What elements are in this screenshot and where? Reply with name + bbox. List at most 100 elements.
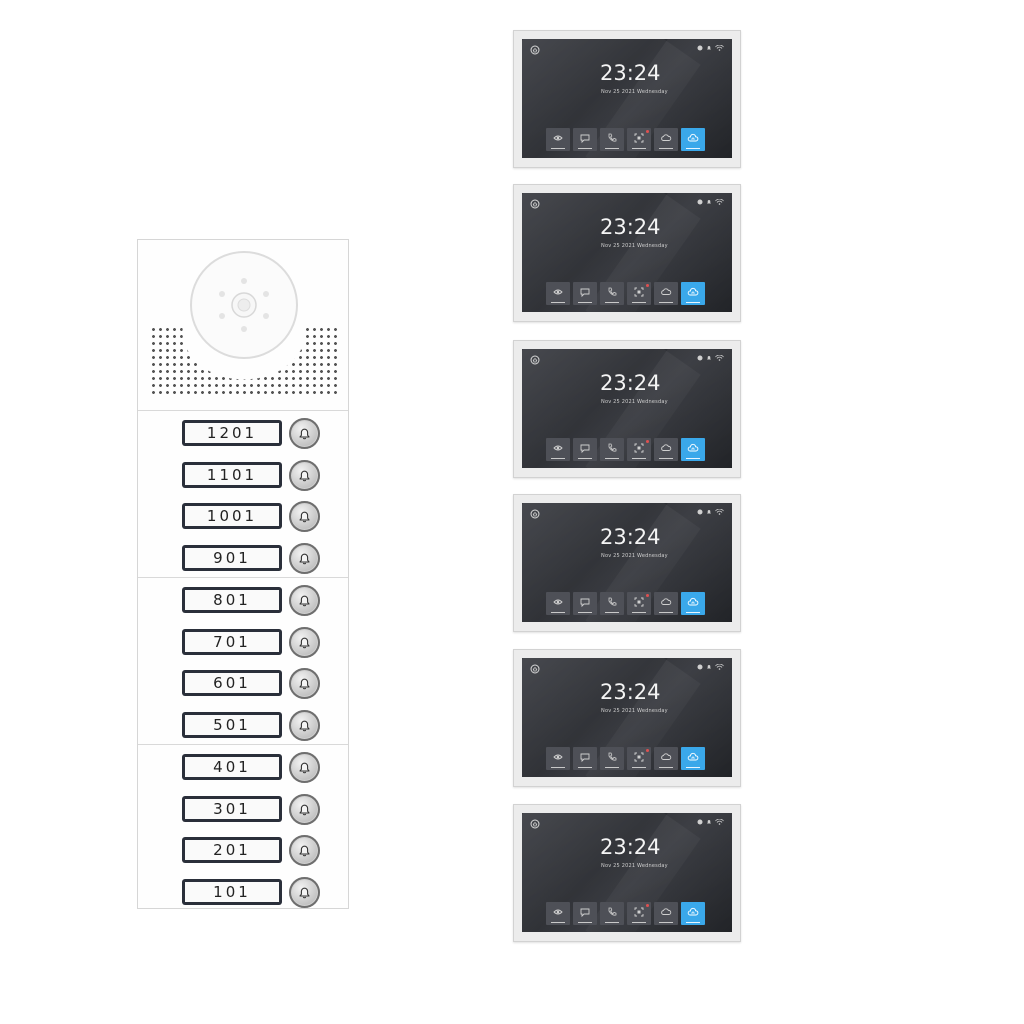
home-icon[interactable]: [530, 45, 540, 55]
notification-dot: [646, 594, 649, 597]
menu-tile-scan[interactable]: [627, 282, 651, 305]
menu-tile-scan[interactable]: [627, 747, 651, 770]
call-button[interactable]: [289, 752, 320, 783]
clock-date: Nov 25 2021 Wednesday: [601, 89, 668, 95]
monitor-screen: 23:24 Nov 25 2021 Wednesday: [522, 813, 732, 932]
apartment-row: 201: [138, 835, 348, 867]
menu-tile-message[interactable]: [573, 747, 597, 770]
menu-tile-label: [551, 611, 565, 613]
call-button[interactable]: [289, 876, 320, 908]
menu-tile-home-cloud[interactable]: [681, 747, 705, 770]
call-button[interactable]: [289, 709, 320, 741]
home-icon[interactable]: [530, 664, 540, 674]
apartment-number: 501: [185, 714, 279, 735]
bell-icon: [707, 46, 711, 50]
camera-speaker-section: [138, 240, 348, 411]
menu-tile-cloud[interactable]: [654, 592, 678, 615]
call-button[interactable]: [289, 459, 320, 491]
record-icon: [697, 45, 703, 51]
menu-tile-phone[interactable]: [600, 902, 624, 925]
apartment-number: 1001: [185, 506, 279, 526]
message-icon: [580, 288, 590, 298]
menu-tile-monitor[interactable]: [546, 902, 570, 925]
menu-tile-label: [686, 147, 700, 149]
menu-tile-label: [578, 611, 592, 613]
call-button[interactable]: [289, 585, 320, 616]
menu-tile-label: [659, 921, 673, 923]
apartment-number: 101: [185, 881, 279, 902]
menu-tile-home-cloud[interactable]: [681, 282, 705, 305]
monitor-screen: 23:24 Nov 25 2021 Wednesday: [522, 349, 732, 468]
menu-tile-scan[interactable]: [627, 592, 651, 615]
cloud-icon: [661, 908, 672, 915]
menu-tile-phone[interactable]: [600, 128, 624, 151]
call-button[interactable]: [289, 542, 320, 574]
call-button[interactable]: [289, 418, 320, 449]
call-button[interactable]: [289, 626, 320, 658]
apartment-number: 701: [185, 631, 279, 652]
wifi-icon: [715, 509, 724, 515]
call-button[interactable]: [289, 793, 320, 825]
menu-tile-phone[interactable]: [600, 747, 624, 770]
menu-tile-monitor[interactable]: [546, 747, 570, 770]
menu-tile-monitor[interactable]: [546, 128, 570, 151]
apartment-number: 1101: [185, 464, 279, 485]
menu-tile-message[interactable]: [573, 128, 597, 151]
menu-tile-phone[interactable]: [600, 438, 624, 461]
call-button[interactable]: [289, 501, 320, 532]
menu-tile-label: [659, 147, 673, 149]
home-cloud-icon: [687, 443, 699, 452]
menu-tile-message[interactable]: [573, 902, 597, 925]
menu-tile-label: [686, 611, 700, 613]
menu-tile-home-cloud[interactable]: [681, 128, 705, 151]
menu-tile-label: [632, 766, 646, 768]
bell-icon: [297, 802, 312, 817]
clock-time: 23:24: [600, 835, 661, 859]
menu-tile-home-cloud[interactable]: [681, 902, 705, 925]
phone-icon: [608, 133, 617, 142]
apartment-name-plate: 301: [182, 795, 282, 822]
home-icon[interactable]: [530, 199, 540, 209]
menu-tile-phone[interactable]: [600, 282, 624, 305]
cloud-icon: [661, 288, 672, 295]
scan-icon: [634, 287, 644, 297]
notification-dot: [646, 130, 649, 133]
home-icon[interactable]: [530, 509, 540, 519]
monitor-screen: 23:24 Nov 25 2021 Wednesday: [522, 39, 732, 158]
home-icon[interactable]: [530, 355, 540, 365]
menu-tile-label: [632, 611, 646, 613]
message-icon: [580, 908, 590, 918]
menu-tile-phone[interactable]: [600, 592, 624, 615]
record-icon: [697, 355, 703, 361]
phone-icon: [608, 907, 617, 916]
apartment-row: 501: [138, 709, 348, 742]
menu-tile-message[interactable]: [573, 438, 597, 461]
menu-tile-cloud[interactable]: [654, 902, 678, 925]
menu-tile-label: [551, 921, 565, 923]
menu-tile-cloud[interactable]: [654, 282, 678, 305]
bell-icon: [707, 200, 711, 204]
menu-tile-monitor[interactable]: [546, 438, 570, 461]
menu-tile-cloud[interactable]: [654, 438, 678, 461]
menu-tile-cloud[interactable]: [654, 128, 678, 151]
phone-icon: [608, 752, 617, 761]
menu-tile-home-cloud[interactable]: [681, 592, 705, 615]
menu-tile-scan[interactable]: [627, 438, 651, 461]
menu-tile-scan[interactable]: [627, 902, 651, 925]
call-button[interactable]: [289, 668, 320, 699]
menu-tile-message[interactable]: [573, 282, 597, 305]
menu-tile-label: [659, 301, 673, 303]
menu-tile-cloud[interactable]: [654, 747, 678, 770]
menu-tile-label: [605, 147, 619, 149]
menu-tile-home-cloud[interactable]: [681, 438, 705, 461]
menu-tile-monitor[interactable]: [546, 592, 570, 615]
menu-tile-message[interactable]: [573, 592, 597, 615]
menu-tile-scan[interactable]: [627, 128, 651, 151]
clock-time: 23:24: [600, 61, 661, 85]
clock-time: 23:24: [600, 371, 661, 395]
home-icon[interactable]: [530, 819, 540, 829]
call-button[interactable]: [289, 835, 320, 866]
status-bar: [697, 45, 724, 51]
menu-tile-monitor[interactable]: [546, 282, 570, 305]
